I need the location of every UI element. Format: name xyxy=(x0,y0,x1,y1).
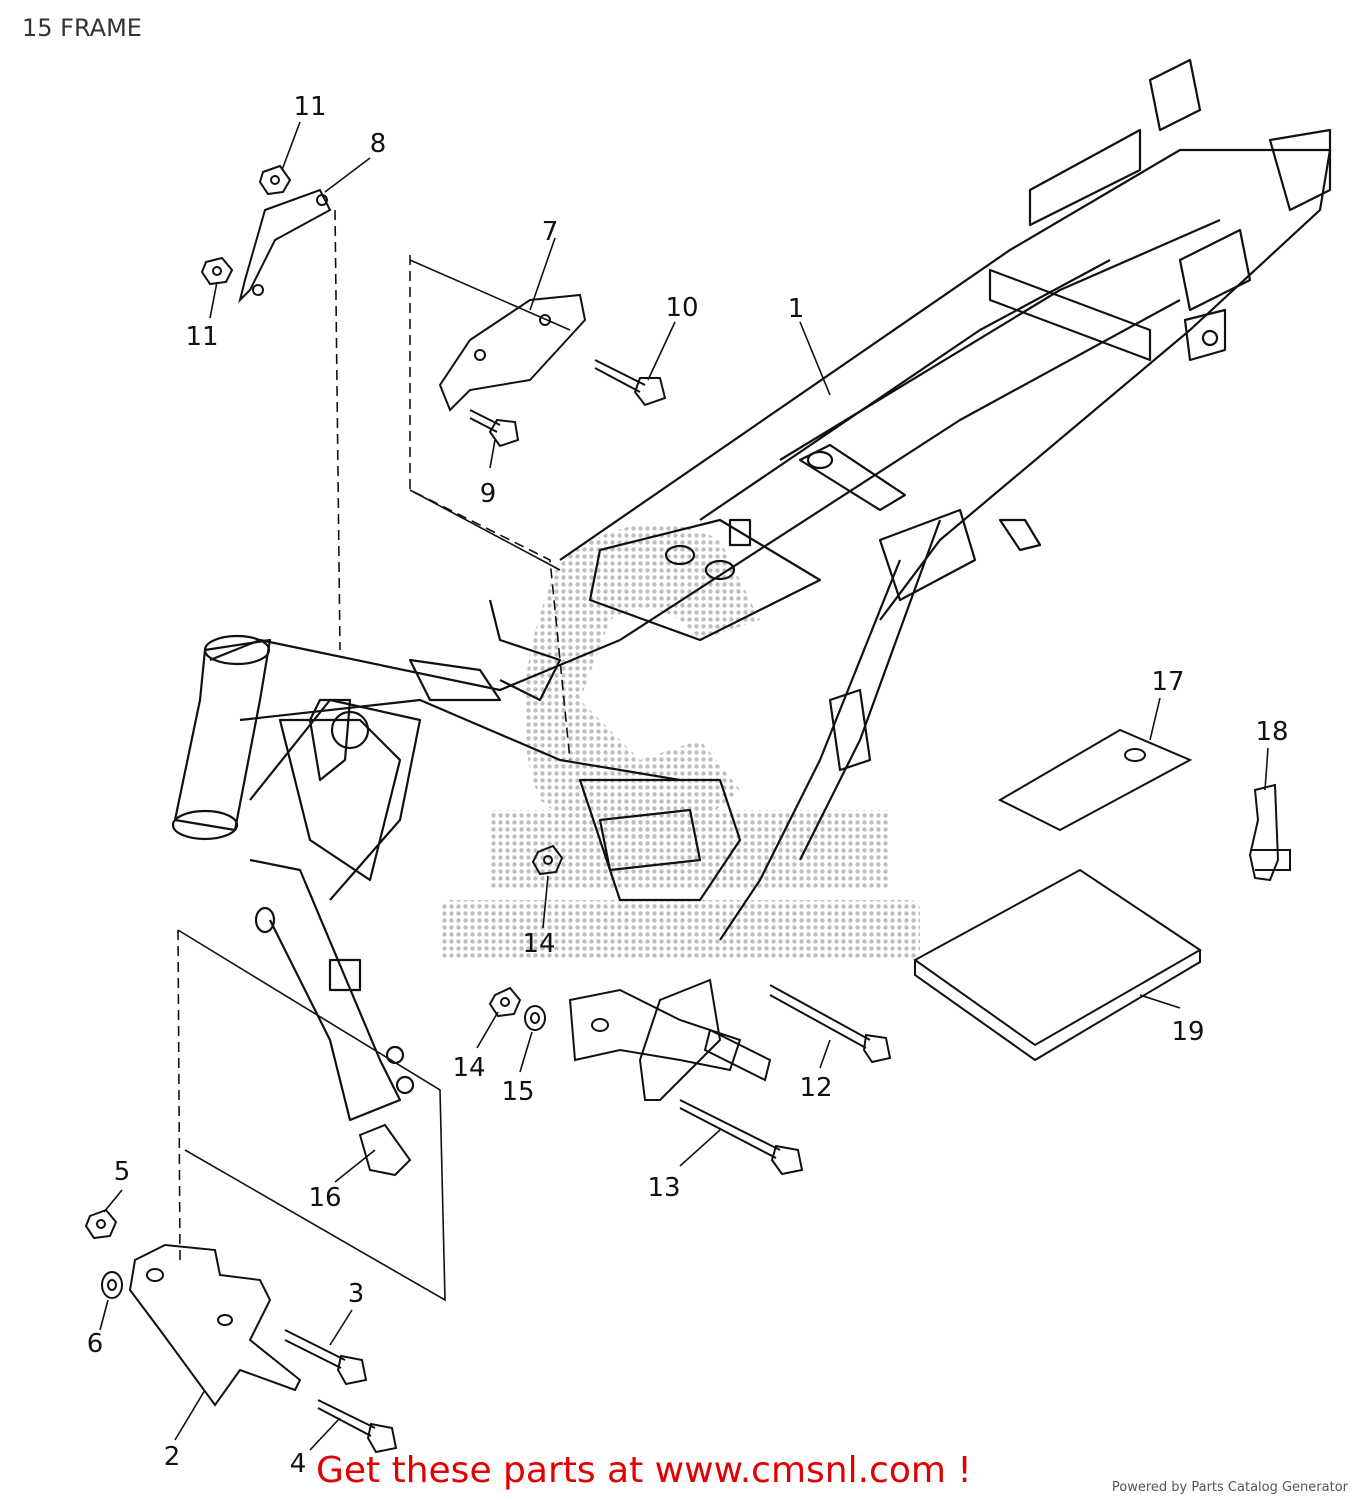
engine-bracket xyxy=(568,978,772,1101)
callout-17: 17 xyxy=(1151,667,1184,697)
callout-11-top: 11 xyxy=(293,92,326,122)
bolt-12 xyxy=(769,984,892,1064)
bolt-10 xyxy=(594,359,667,407)
page-title: 15 FRAME xyxy=(22,14,142,42)
washer-15 xyxy=(524,1005,546,1031)
callout-1: 1 xyxy=(788,294,805,324)
callout-13: 13 xyxy=(647,1173,680,1203)
powered-by-text: Powered by Parts Catalog Generator xyxy=(1111,1480,1348,1495)
bracket-7 xyxy=(438,293,587,412)
callout-6: 6 xyxy=(87,1329,104,1359)
bracket-8 xyxy=(238,188,332,304)
callout-labels: 1 2 3 4 5 6 7 8 9 10 11 11 12 13 14 14 1… xyxy=(87,92,1289,1479)
main-frame xyxy=(171,58,1332,1122)
band-18 xyxy=(1248,783,1291,882)
callout-5: 5 xyxy=(114,1157,131,1187)
watermark-logo xyxy=(440,524,920,960)
plate-17 xyxy=(997,728,1193,832)
leader-lines xyxy=(99,121,1269,1451)
callout-14-upper: 14 xyxy=(522,929,555,959)
leader-guides xyxy=(177,209,571,1261)
callout-16: 16 xyxy=(308,1183,341,1213)
bolt-4 xyxy=(317,1399,398,1454)
callout-3: 3 xyxy=(348,1279,365,1309)
bolt-3 xyxy=(284,1329,368,1386)
washer-6 xyxy=(101,1271,123,1299)
callout-14-lower: 14 xyxy=(452,1053,485,1083)
cover-16 xyxy=(358,1123,412,1177)
bolt-13 xyxy=(679,1099,804,1176)
callout-8: 8 xyxy=(370,129,387,159)
callout-15: 15 xyxy=(501,1077,534,1107)
nut-14-lower xyxy=(488,986,522,1018)
callout-11-bottom: 11 xyxy=(185,322,218,352)
bracket-2 xyxy=(128,1243,302,1407)
bolt-9 xyxy=(469,409,520,448)
callout-4: 4 xyxy=(290,1449,307,1479)
callout-19: 19 xyxy=(1171,1017,1204,1047)
outline-boxes xyxy=(177,259,571,1302)
cmsnl-link[interactable]: Get these parts at www.cmsnl.com ! xyxy=(316,1450,972,1491)
nut-11-bottom xyxy=(200,256,234,286)
nut-5 xyxy=(84,1208,118,1240)
callout-10: 10 xyxy=(665,293,698,323)
callout-9: 9 xyxy=(480,479,497,509)
nut-14-upper xyxy=(531,844,564,876)
callout-2: 2 xyxy=(164,1442,181,1472)
callout-7: 7 xyxy=(542,217,559,247)
callout-18: 18 xyxy=(1255,717,1288,747)
nut-11-top xyxy=(258,164,292,196)
callout-12: 12 xyxy=(799,1073,832,1103)
manual-19 xyxy=(913,868,1202,1062)
